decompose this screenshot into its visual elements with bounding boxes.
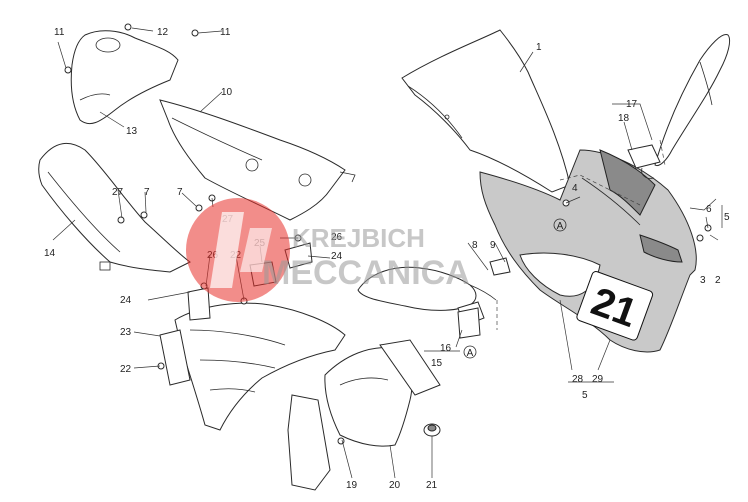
part-label-21: 21 — [426, 480, 438, 491]
air-intake-part — [287, 394, 331, 491]
right-mirror-part — [627, 34, 731, 179]
part-label-13: 13 — [126, 126, 138, 137]
part-label-29: 29 — [592, 374, 604, 385]
part-label-7: 7 — [144, 187, 150, 198]
part-label-6: 6 — [706, 204, 712, 215]
part-label-18: 18 — [618, 113, 630, 124]
part-label-11: 11 — [220, 27, 231, 38]
ref-marker-a-upper: A — [553, 218, 567, 232]
watermark-line2: MECCANICA — [262, 254, 470, 292]
race-number-decal: 21 — [576, 271, 654, 341]
part-label-22: 22 — [120, 364, 132, 375]
ref-marker-a-lower: A — [463, 345, 477, 359]
windscreen-part — [401, 29, 571, 193]
part-label-28: 28 — [572, 374, 584, 385]
inner-panel-part — [159, 99, 356, 221]
ref-a-label: A — [557, 221, 564, 232]
part-label-14: 14 — [44, 248, 56, 259]
headlight-bracket-part — [174, 302, 346, 431]
air-duct-part — [70, 30, 179, 125]
part-label-10: 10 — [221, 87, 233, 98]
part-label-8: 8 — [472, 240, 478, 251]
part-label-5: 5 — [724, 212, 730, 223]
part-label-27: 27 — [112, 187, 124, 198]
cap-21-part — [423, 423, 441, 437]
part-label-11: 11 — [54, 27, 65, 38]
part-label-23: 23 — [120, 327, 132, 338]
part-label-24: 24 — [120, 295, 132, 306]
part-label-19: 19 — [346, 480, 358, 491]
part-label-3: 3 — [700, 275, 706, 286]
part-label-5: 5 — [582, 390, 588, 401]
nose-cover-part — [324, 339, 441, 447]
part-label-9: 9 — [490, 240, 496, 251]
part-label-12: 12 — [157, 27, 169, 38]
part-label-7: 7 — [177, 187, 183, 198]
part-label-1: 1 — [536, 42, 542, 53]
bracket-23-part — [159, 329, 191, 386]
part-label-4: 4 — [572, 183, 578, 194]
part-label-15: 15 — [431, 358, 443, 369]
side-fairing-part — [38, 142, 191, 273]
part-label-2: 2 — [715, 275, 721, 286]
watermark-line1: KREJBICH — [292, 223, 425, 253]
watermark: KREJBICH MECCANICA — [186, 198, 470, 302]
part-label-16: 16 — [440, 343, 452, 354]
ref-a-label: A — [467, 348, 474, 359]
part-label-17: 17 — [626, 99, 638, 110]
part-label-26: 26 — [331, 232, 343, 243]
part-label-24: 24 — [331, 251, 343, 262]
part-label-20: 20 — [389, 480, 401, 491]
